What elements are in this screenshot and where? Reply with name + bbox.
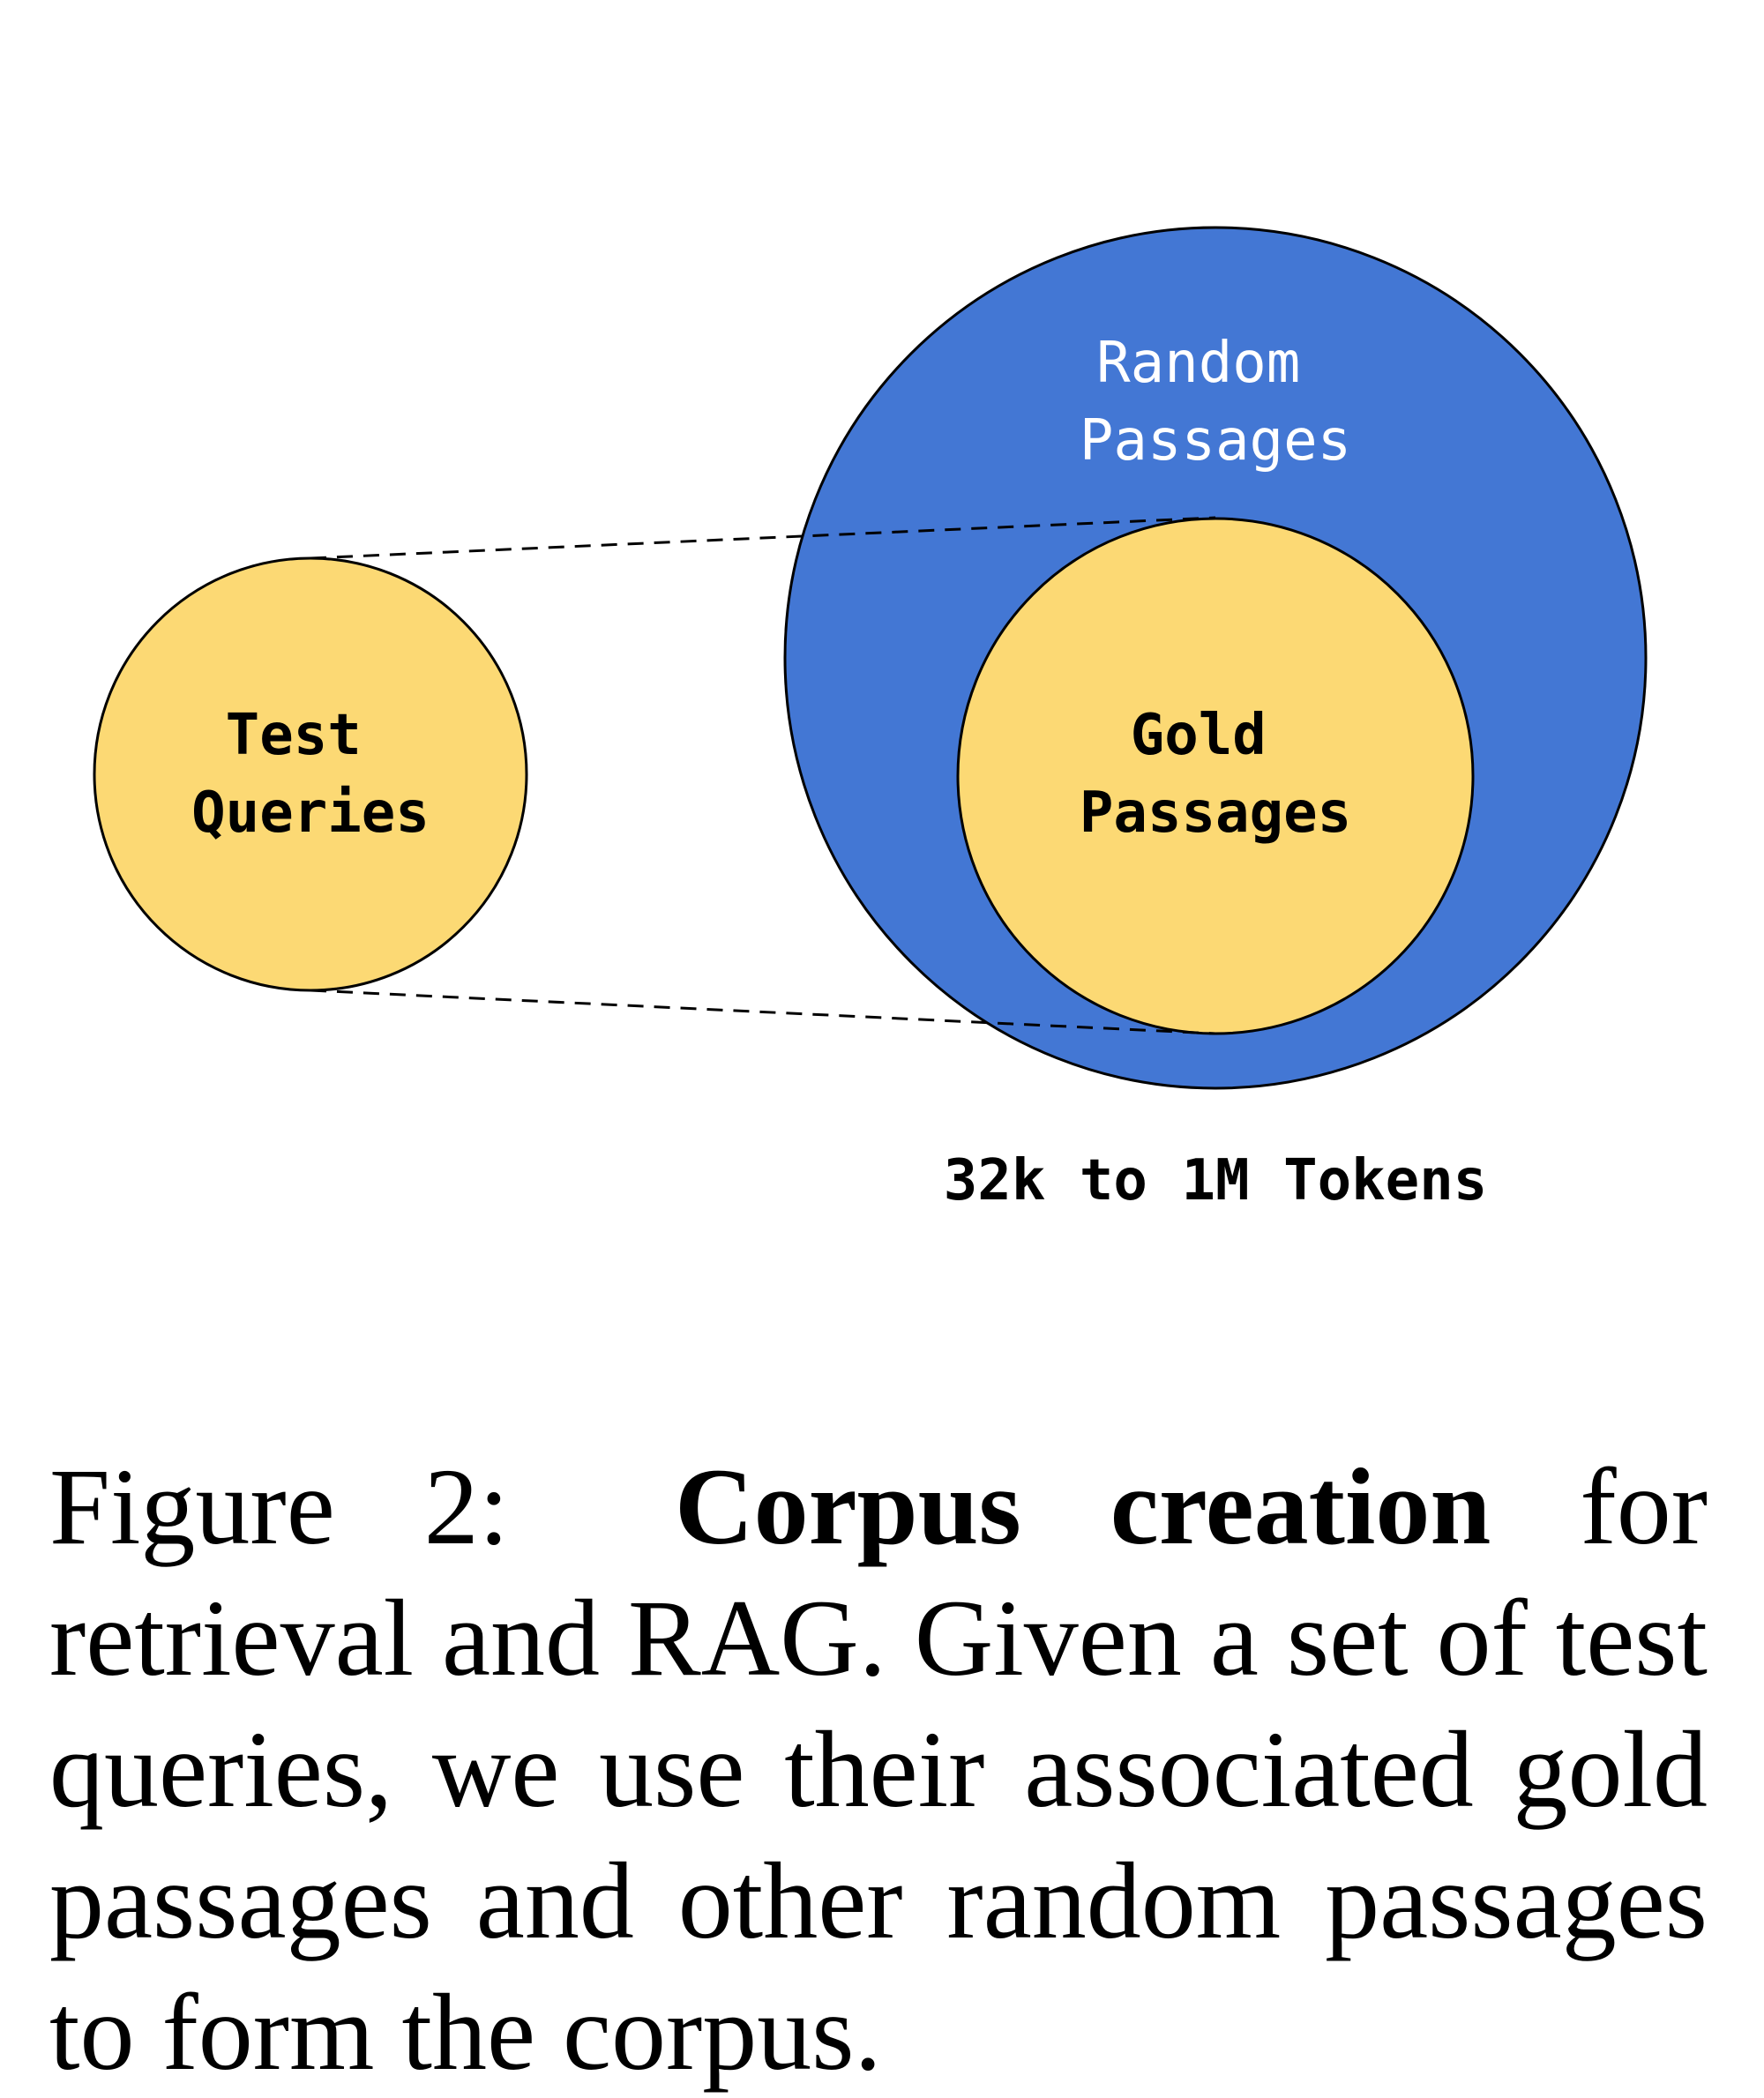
test-queries-label: Test Queries [191,703,430,846]
random-passages-line1: Random [1096,331,1300,396]
test-queries-circle [93,556,528,992]
corpus-size-label: 32k to 1M Tokens [944,1148,1488,1213]
gold-passages-circle [956,517,1475,1035]
connector-line-bottom [310,989,1216,1035]
caption-text: for retrieval and RAG. Given a set of te… [49,1446,1708,2093]
corpus-creation-diagram: Random Passages Gold Passages Test Queri… [93,226,1648,1213]
caption-bold-title: Corpus creation [675,1446,1491,1567]
test-queries-line2: Queries [191,780,430,846]
figure-caption: Figure 2: Corpus creation for retrieval … [49,1441,1708,2098]
test-queries-line1: Test [226,703,362,768]
gold-passages-line2: Passages [1080,780,1351,846]
gold-passages-line1: Gold [1131,703,1267,768]
figure-label: Figure 2: [49,1446,510,1567]
gold-passages-label: Gold Passages [1080,703,1351,846]
random-passages-label: Random Passages [1080,331,1351,474]
random-passages-line2: Passages [1080,408,1351,474]
connector-line-top [310,516,1216,560]
